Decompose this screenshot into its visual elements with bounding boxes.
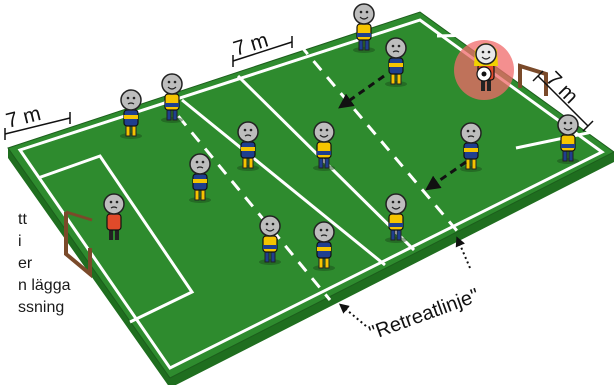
pitch-boundary-lines [17, 18, 605, 370]
side-text-line: er [18, 255, 33, 272]
distance-label-top: 7 m [231, 29, 271, 61]
distance-label-left: 7 m [4, 102, 44, 133]
retreat-line-left [163, 99, 332, 301]
right-penalty-box [436, 32, 605, 150]
third-line-left [181, 98, 386, 267]
goalkeeper-right [474, 43, 498, 91]
retreat-pointer-left [338, 303, 367, 327]
left-penalty-box [37, 154, 195, 324]
side-text-line: i [18, 233, 22, 250]
left-goal [64, 210, 93, 279]
retreat-pointer-right [455, 236, 471, 269]
movement-arrow [425, 160, 467, 191]
movement-arrow [338, 74, 385, 109]
side-text-line: tt [18, 211, 27, 228]
distance-bracket-right [532, 70, 594, 132]
goalkeeper-left [103, 193, 125, 240]
side-text-line: ssning [18, 299, 65, 316]
distance-bracket-top [232, 36, 293, 67]
distance-bracket-left [4, 112, 71, 140]
retreat-label: "Retreatlinje" [366, 285, 482, 345]
side-text-line: n lägga [18, 277, 71, 294]
